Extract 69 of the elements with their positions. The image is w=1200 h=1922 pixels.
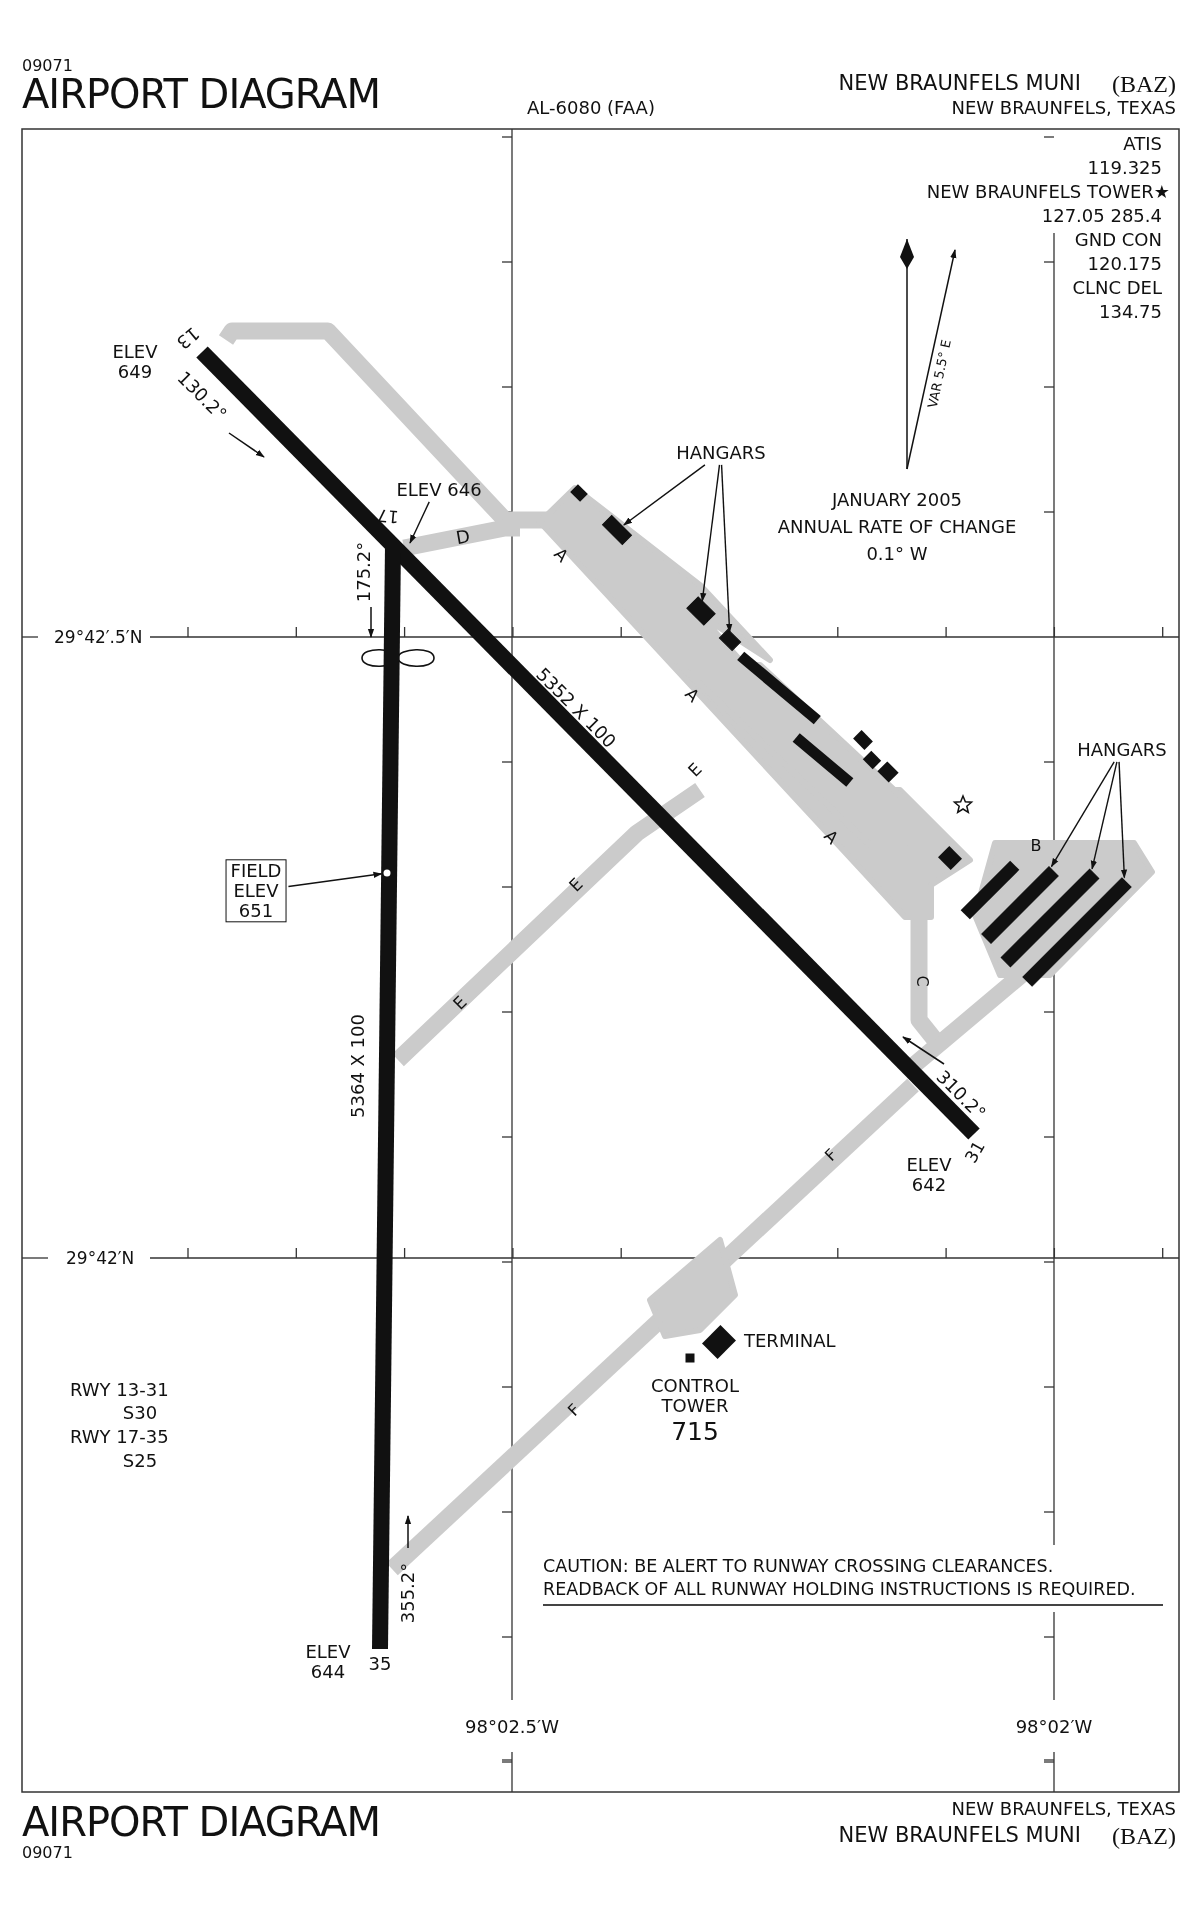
text-label: 355.2° <box>398 1562 418 1624</box>
text-label: 98°02.5′W <box>465 1717 559 1737</box>
text-label: 127.05 285.4 <box>1041 206 1162 226</box>
text-label: NEW BRAUNFELS MUNI <box>838 1824 1081 1848</box>
leader-arrow <box>623 464 706 526</box>
text-label: CONTROL TOWER <box>651 1376 739 1416</box>
leader-arrow <box>409 501 430 544</box>
text-label: READBACK OF ALL RUNWAY HOLDING INSTRUCTIONS IS REQUIRED. <box>543 1580 1136 1600</box>
text-label: GND CON <box>1074 230 1162 250</box>
text-label: 31 <box>961 1137 989 1167</box>
text-label: 35 <box>368 1654 392 1674</box>
text-label: ELEV 642 <box>906 1155 952 1195</box>
text-label: E <box>565 874 587 896</box>
text-label: C <box>913 975 931 987</box>
text-label: 5364 X 100 <box>348 1014 368 1118</box>
leader-arrow <box>1090 761 1118 870</box>
field-elevation-box: FIELD ELEV 651 <box>225 859 287 923</box>
hangar-building <box>718 628 742 652</box>
callout-text: ELEV 646 <box>396 480 482 500</box>
text-label: RWY 17-35 <box>70 1427 169 1447</box>
text-label: VAR 5.5° E <box>925 338 955 410</box>
text-label: 0.1° W <box>866 544 928 564</box>
text-label: ELEV 649 <box>112 342 158 382</box>
callout-text: HANGARS <box>1077 740 1167 760</box>
leader-arrow <box>720 464 733 633</box>
callout-text: HANGARS <box>676 443 766 463</box>
text-label: B <box>1030 837 1042 855</box>
text-label: 98°02′W <box>1015 1717 1093 1737</box>
text-label: AL-6080 (FAA) <box>527 98 655 118</box>
text-label: 09071 <box>22 1844 73 1862</box>
text-label: (BAZ) <box>1112 70 1176 98</box>
text-label: 09071 <box>22 57 73 75</box>
text-label: 17 <box>376 505 400 527</box>
text-label: NEW BRAUNFELS TOWER★ <box>926 182 1170 202</box>
text-label: A <box>550 544 572 566</box>
title: AIRPORT DIAGRAM <box>22 72 380 116</box>
text-label: NEW BRAUNFELS, TEXAS <box>951 1799 1176 1819</box>
text-label: F <box>821 1145 841 1165</box>
text-label: NEW BRAUNFELS MUNI <box>838 72 1081 96</box>
text-label: ATIS <box>1123 134 1162 154</box>
text-label: E <box>449 992 471 1014</box>
footer-title: AIRPORT DIAGRAM <box>22 1800 380 1844</box>
leader-arrow <box>1118 761 1128 879</box>
text-label: D <box>454 526 472 548</box>
text-label: TERMINAL <box>744 1331 836 1351</box>
text-label: 13 <box>172 323 204 353</box>
leader-arrow <box>1050 761 1115 868</box>
text-label: 715 <box>671 1418 719 1446</box>
text-label: NEW BRAUNFELS, TEXAS <box>951 98 1176 118</box>
text-label: ELEV 644 <box>305 1642 351 1682</box>
text-label: S30 <box>122 1403 158 1423</box>
text-label: S25 <box>122 1451 158 1471</box>
text-label: 119.325 <box>1087 158 1162 178</box>
text-label: A <box>681 684 703 706</box>
text-label: A <box>820 826 842 848</box>
leader-arrow <box>287 871 383 888</box>
text-label: 175.2° <box>354 541 374 603</box>
leader-arrow <box>700 464 721 602</box>
text-label: CLNC DEL <box>1072 278 1162 298</box>
text-label: 120.175 <box>1087 254 1162 274</box>
text-label: 134.75 <box>1099 302 1162 322</box>
text-label: ANNUAL RATE OF CHANGE <box>777 517 1017 537</box>
text-label: RWY 13-31 <box>70 1380 169 1400</box>
text-label: E <box>684 759 706 781</box>
text-label: CAUTION: BE ALERT TO RUNWAY CROSSING CLEARANCES. <box>543 1557 1054 1577</box>
text-label: (BAZ) <box>1112 1822 1176 1850</box>
text-label: F <box>564 1400 584 1420</box>
text-label: JANUARY 2005 <box>831 490 963 510</box>
runway <box>372 545 401 1650</box>
